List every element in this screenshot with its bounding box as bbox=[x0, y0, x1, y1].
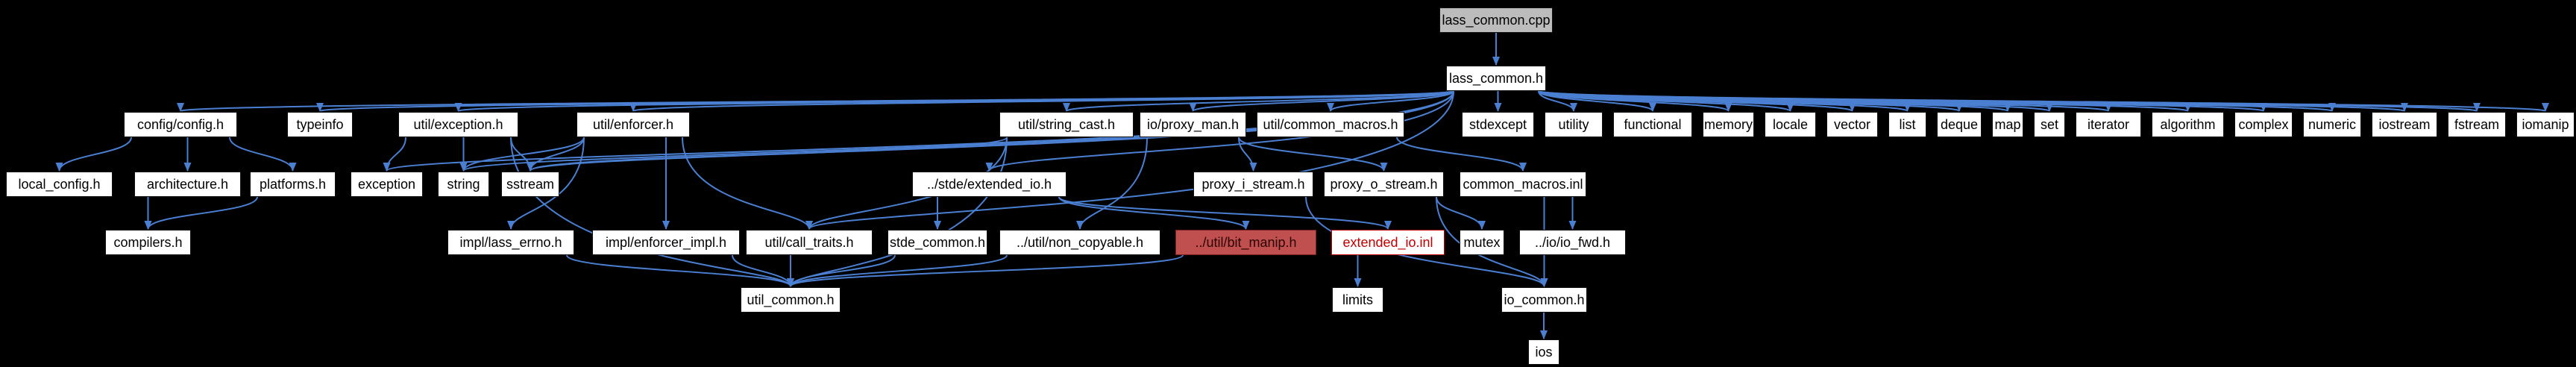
graph-node-algorithm[interactable]: algorithm bbox=[2152, 112, 2224, 137]
graph-node-common_macros_inl[interactable]: common_macros.inl bbox=[1460, 172, 1586, 197]
include-edge-exception_h-to-exception_std bbox=[383, 137, 406, 172]
graph-node-complex[interactable]: complex bbox=[2234, 112, 2293, 137]
include-edge-lass_common_h-to-proxy_man_h bbox=[1189, 90, 1454, 112]
graph-node-proxy_o_stream_h[interactable]: proxy_o_stream.h bbox=[1324, 172, 1444, 197]
graph-node-deque[interactable]: deque bbox=[1937, 112, 1982, 137]
graph-node-call_traits_h[interactable]: util/call_traits.h bbox=[746, 230, 873, 255]
graph-node-string_cast_h[interactable]: util/string_cast.h bbox=[999, 112, 1134, 137]
graph-node-typeinfo[interactable]: typeinfo bbox=[287, 112, 353, 137]
graph-node-limits[interactable]: limits bbox=[1332, 287, 1383, 313]
include-edge-enforcer_h-to-string_std bbox=[459, 137, 585, 172]
graph-node-ios[interactable]: ios bbox=[1528, 339, 1559, 365]
graph-node-io_common_h[interactable]: io_common.h bbox=[1501, 287, 1587, 313]
graph-node-fstream[interactable]: fstream bbox=[2448, 112, 2506, 137]
graph-node-enforcer_h[interactable]: util/enforcer.h bbox=[577, 112, 690, 137]
graph-node-enforcer_impl_h[interactable]: impl/enforcer_impl.h bbox=[592, 230, 740, 255]
include-edge-lass_common_h-to-string_cast_h bbox=[1063, 90, 1454, 112]
graph-node-utility[interactable]: utility bbox=[1545, 112, 1603, 137]
graph-node-exception_std[interactable]: exception bbox=[351, 172, 423, 197]
include-edge-extended_io_h-to-bit_manip_h bbox=[1058, 196, 1250, 230]
graph-node-compilers_h[interactable]: compilers.h bbox=[105, 230, 191, 255]
graph-node-iterator[interactable]: iterator bbox=[2076, 112, 2141, 137]
graph-node-lass_errno_h[interactable]: impl/lass_errno.h bbox=[447, 230, 574, 255]
graph-node-lass_common_cpp[interactable]: lass_common.cpp bbox=[1439, 7, 1553, 33]
include-edge-bit_manip_h-to-util_common_h bbox=[787, 254, 1184, 287]
include-edge-config_h-to-local_config_h bbox=[55, 137, 132, 172]
graph-node-util_common_h[interactable]: util_common.h bbox=[741, 287, 841, 313]
graph-node-stdexcept[interactable]: stdexcept bbox=[1462, 112, 1534, 137]
graph-node-functional[interactable]: functional bbox=[1613, 112, 1692, 137]
include-edge-common_macros_h-to-common_macros_inl bbox=[1396, 137, 1527, 172]
include-edge-proxy_man_h-to-non_copyable_h bbox=[1076, 137, 1148, 230]
graph-node-iostream[interactable]: iostream bbox=[2372, 112, 2437, 137]
graph-node-bit_manip_h[interactable]: ../util/bit_manip.h bbox=[1175, 230, 1316, 255]
graph-node-map[interactable]: map bbox=[1992, 112, 2023, 137]
graph-node-config_h[interactable]: config/config.h bbox=[124, 112, 237, 137]
include-edge-proxy_o_stream_h-to-mutex bbox=[1436, 196, 1486, 230]
graph-node-list[interactable]: list bbox=[1888, 112, 1926, 137]
include-edge-lass_errno_h-to-util_common_h bbox=[566, 254, 794, 287]
include-edge-lass_common_h-to-call_traits_h bbox=[805, 90, 1454, 230]
graph-node-numeric[interactable]: numeric bbox=[2303, 112, 2361, 137]
include-edge-lass_common_h-to-iomanip bbox=[1538, 90, 2548, 112]
graph-node-set[interactable]: set bbox=[2034, 112, 2065, 137]
graph-node-exception_h[interactable]: util/exception.h bbox=[398, 112, 518, 137]
include-edge-non_copyable_h-to-util_common_h bbox=[787, 254, 1008, 287]
include-edge-lass_common_h-to-utility bbox=[1538, 90, 1577, 112]
include-edge-lass_common_h-to-extended_io_h bbox=[985, 90, 1454, 172]
graph-node-proxy_i_stream_h[interactable]: proxy_i_stream.h bbox=[1193, 172, 1313, 197]
include-edge-proxy_man_h-to-proxy_o_stream_h bbox=[1238, 137, 1388, 172]
graph-node-stde_common_h[interactable]: stde_common.h bbox=[888, 230, 987, 255]
include-edge-string_cast_h-to-sstream_std bbox=[527, 137, 1008, 172]
graph-node-memory[interactable]: memory bbox=[1703, 112, 1754, 137]
graph-node-string_std[interactable]: string bbox=[438, 172, 489, 197]
graph-node-sstream_std[interactable]: sstream bbox=[501, 172, 559, 197]
graph-node-platforms_h[interactable]: platforms.h bbox=[250, 172, 336, 197]
graph-node-mutex[interactable]: mutex bbox=[1460, 230, 1504, 255]
graph-node-vector[interactable]: vector bbox=[1826, 112, 1878, 137]
include-edge-string_cast_h-to-call_traits_h bbox=[805, 137, 1008, 230]
include-edge-lass_common_h-to-exception_h bbox=[455, 90, 1454, 112]
graph-node-extended_io_inl[interactable]: extended_io.inl bbox=[1331, 230, 1445, 255]
graph-node-architecture_h[interactable]: architecture.h bbox=[134, 172, 241, 197]
graph-node-local_config_h[interactable]: local_config.h bbox=[6, 172, 113, 197]
include-edge-lass_common_h-to-common_macros_h bbox=[1327, 90, 1454, 112]
include-edge-proxy_i_stream_h-to-io_common_h bbox=[1305, 196, 1548, 287]
include-edge-lass_common_h-to-enforcer_h bbox=[629, 90, 1454, 112]
include-edge-config_h-to-platforms_h bbox=[229, 137, 297, 172]
include-edge-stde_common_h-to-util_common_h bbox=[787, 254, 896, 287]
graph-node-iomanip[interactable]: iomanip bbox=[2516, 112, 2575, 137]
include-edge-proxy_man_h-to-proxy_i_stream_h bbox=[1238, 137, 1257, 172]
graph-node-io_fwd_h[interactable]: ../io/io_fwd.h bbox=[1519, 230, 1626, 255]
include-edge-proxy_o_stream_h-to-io_common_h bbox=[1436, 196, 1548, 287]
graph-node-common_macros_h[interactable]: util/common_macros.h bbox=[1257, 112, 1404, 137]
include-edge-platforms_h-to-compilers_h bbox=[144, 196, 258, 230]
graph-node-non_copyable_h[interactable]: ../util/non_copyable.h bbox=[999, 230, 1160, 255]
graph-node-proxy_man_h[interactable]: io/proxy_man.h bbox=[1140, 112, 1246, 137]
graph-node-extended_io_h[interactable]: ../stde/extended_io.h bbox=[912, 172, 1066, 197]
include-edge-extended_io_h-to-extended_io_inl bbox=[1058, 196, 1392, 230]
include-edge-enforcer_h-to-lass_errno_h bbox=[507, 137, 585, 230]
include-edge-enforcer_h-to-call_traits_h bbox=[682, 137, 813, 230]
graph-node-lass_common_h[interactable]: lass_common.h bbox=[1446, 66, 1546, 91]
graph-node-locale[interactable]: locale bbox=[1765, 112, 1816, 137]
